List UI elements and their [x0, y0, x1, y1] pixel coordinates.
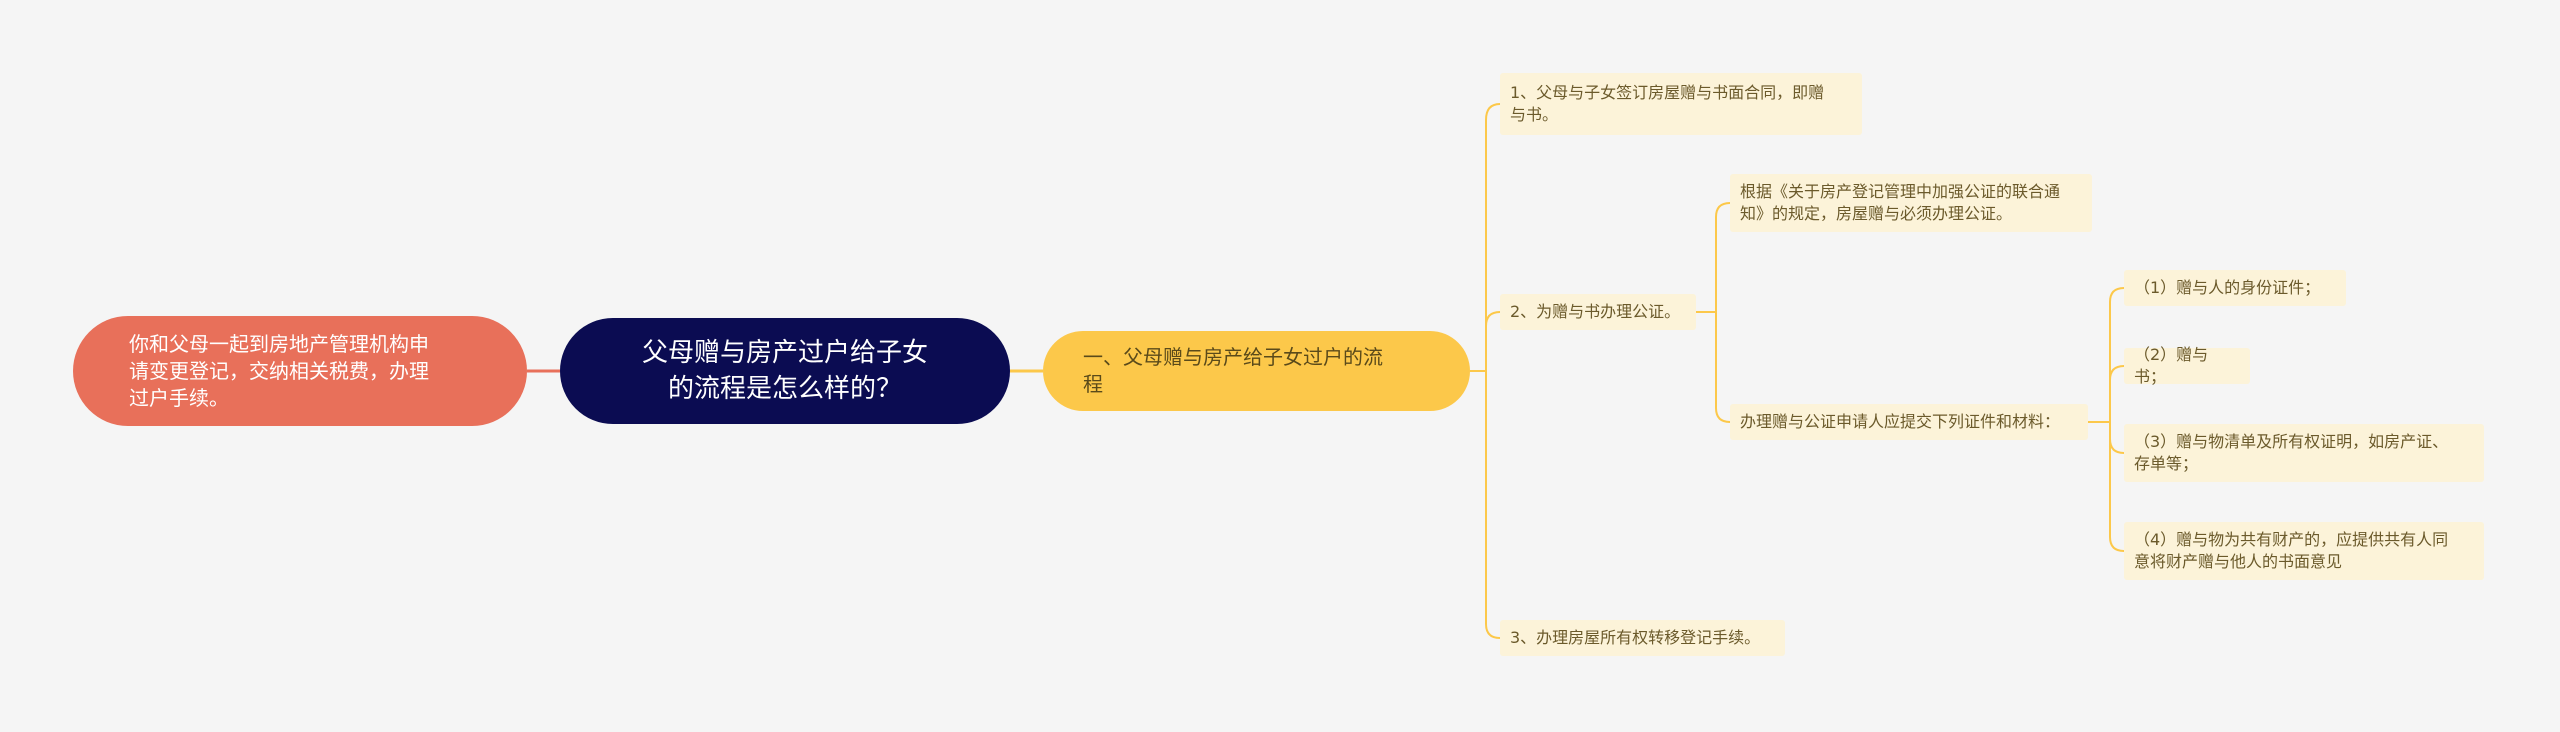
main-branch-node[interactable]: 一、父母赠与房产给子女过户的流 程 — [1043, 331, 1470, 411]
left-summary-line: 你和父母一起到房地产管理机构申 — [129, 331, 429, 356]
material-item-3[interactable]: （3）赠与物清单及所有权证明，如房产证、 存单等； — [2124, 424, 2484, 482]
connector-materials — [1715, 312, 1731, 423]
central-topic-line: 父母赠与房产过户给子女 — [641, 338, 928, 368]
connector-basis — [1715, 202, 1731, 312]
step1-line: 1、父母与子女签订房屋赠与书面合同，即赠 — [1510, 83, 1825, 102]
material-item-line: （1）赠与人的身份证件； — [2134, 278, 2321, 297]
notarization-basis-line: 知》的规定，房屋赠与必须办理公证。 — [1740, 204, 2013, 223]
main-branch-text: 一、父母赠与房产给子女过户的流 程 — [1083, 344, 1383, 398]
notarization-basis-line: 根据《关于房产登记管理中加强公证的联合通 — [1740, 182, 2061, 201]
step2-text: 2、为赠与书办理公证。 — [1510, 301, 1680, 323]
central-topic-text: 父母赠与房产过户给子女 的流程是怎么样的？ — [642, 335, 928, 407]
required-materials-line: 办理赠与公证申请人应提交下列证件和材料： — [1740, 412, 2061, 431]
step1-line: 与书。 — [1510, 105, 1559, 124]
material-item-line: （4）赠与物为共有财产的，应提供共有人同 — [2134, 530, 2449, 549]
central-topic-node[interactable]: 父母赠与房产过户给子女 的流程是怎么样的？ — [560, 318, 1010, 424]
required-materials-node[interactable]: 办理赠与公证申请人应提交下列证件和材料： — [1730, 404, 2088, 440]
material-item-line: （3）赠与物清单及所有权证明，如房产证、 — [2134, 432, 2449, 451]
step2-node[interactable]: 2、为赠与书办理公证。 — [1500, 294, 1696, 330]
connector-item3 — [2109, 422, 2125, 454]
connector-item4 — [2109, 422, 2125, 552]
material-item-line: 存单等； — [2134, 454, 2199, 473]
step1-text: 1、父母与子女签订房屋赠与书面合同，即赠 与书。 — [1510, 82, 1824, 126]
material-item-1[interactable]: （1）赠与人的身份证件； — [2124, 270, 2346, 306]
left-summary-text: 你和父母一起到房地产管理机构申 请变更登记，交纳相关税费，办理 过户手续。 — [129, 331, 429, 412]
left-summary-line: 请变更登记，交纳相关税费，办理 — [129, 358, 429, 383]
connector-item2 — [2109, 365, 2125, 422]
connector-step1 — [1485, 103, 1501, 371]
central-topic-line: 的流程是怎么样的？ — [667, 374, 902, 404]
notarization-basis-text: 根据《关于房产登记管理中加强公证的联合通 知》的规定，房屋赠与必须办理公证。 — [1740, 181, 2060, 225]
material-item-line: （2）赠与书； — [2134, 345, 2209, 386]
step3-line: 3、办理房屋所有权转移登记手续。 — [1510, 628, 1761, 647]
required-materials-text: 办理赠与公证申请人应提交下列证件和材料： — [1740, 411, 2060, 433]
connector-step2 — [1485, 311, 1501, 371]
connector-item1 — [2109, 287, 2125, 422]
material-item-text: （4）赠与物为共有财产的，应提供共有人同 意将财产赠与他人的书面意见 — [2134, 529, 2448, 573]
material-item-text: （2）赠与书； — [2134, 344, 2240, 388]
connector-step3 — [1485, 371, 1501, 639]
material-item-text: （1）赠与人的身份证件； — [2134, 277, 2320, 299]
material-item-line: 意将财产赠与他人的书面意见 — [2134, 552, 2343, 571]
step1-node[interactable]: 1、父母与子女签订房屋赠与书面合同，即赠 与书。 — [1500, 73, 1862, 135]
main-branch-line: 一、父母赠与房产给子女过户的流 — [1083, 345, 1383, 369]
step3-text: 3、办理房屋所有权转移登记手续。 — [1510, 627, 1760, 649]
step3-node[interactable]: 3、办理房屋所有权转移登记手续。 — [1500, 620, 1785, 656]
material-item-2[interactable]: （2）赠与书； — [2124, 345, 2250, 386]
notarization-basis-node[interactable]: 根据《关于房产登记管理中加强公证的联合通 知》的规定，房屋赠与必须办理公证。 — [1730, 174, 2092, 232]
step2-line: 2、为赠与书办理公证。 — [1510, 302, 1681, 321]
left-summary-line: 过户手续。 — [129, 385, 229, 410]
main-branch-line: 程 — [1083, 372, 1103, 396]
left-summary-node[interactable]: 你和父母一起到房地产管理机构申 请变更登记，交纳相关税费，办理 过户手续。 — [73, 316, 527, 426]
material-item-text: （3）赠与物清单及所有权证明，如房产证、 存单等； — [2134, 431, 2448, 475]
material-item-4[interactable]: （4）赠与物为共有财产的，应提供共有人同 意将财产赠与他人的书面意见 — [2124, 522, 2484, 580]
